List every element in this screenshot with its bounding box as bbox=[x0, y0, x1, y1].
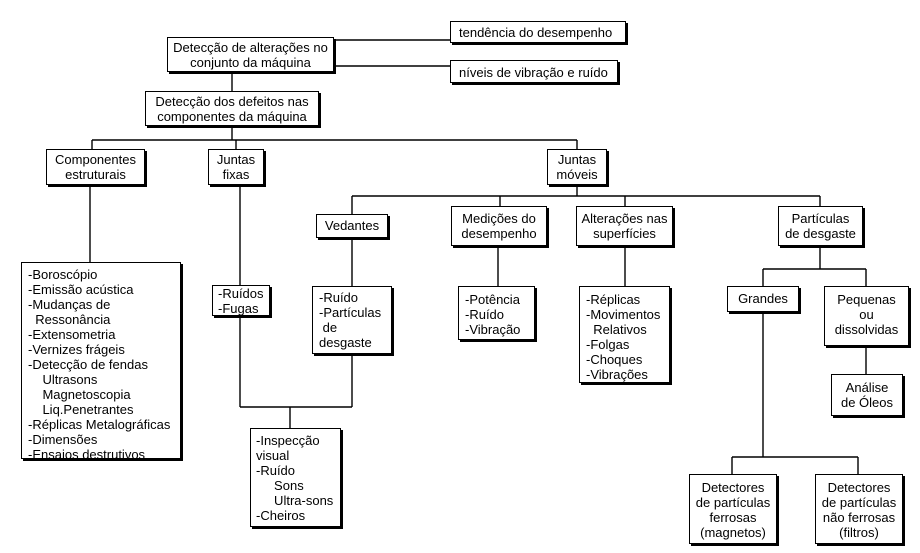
node-text-line: -Ruído bbox=[319, 290, 359, 305]
node-estruturais-lista: -Boroscópio-Emissão acústica-Mudanças de… bbox=[21, 262, 181, 462]
node-text-line: -Cheiros bbox=[256, 508, 306, 523]
node-text-line: -Réplicas bbox=[586, 292, 641, 307]
node-text-line: Medições do bbox=[462, 211, 536, 226]
node-text-line: -Folgas bbox=[586, 337, 630, 352]
node-text-line: -Choques bbox=[586, 352, 643, 367]
node-fixas-lista: -Ruídos-Fugas bbox=[212, 285, 270, 316]
node-text-line: Grandes bbox=[738, 291, 788, 306]
node-text-line: desempenho bbox=[461, 226, 537, 241]
node-text-line: -Movimentos bbox=[586, 307, 661, 322]
node-text-line: -Dimensões bbox=[28, 432, 98, 447]
node-text-line: móveis bbox=[556, 167, 598, 182]
node-text-line: -Ruídos bbox=[218, 286, 264, 301]
node-text-line: -Potência bbox=[465, 292, 520, 307]
node-text-line: Juntas bbox=[557, 152, 597, 167]
node-text-line: -Vernizes frágeis bbox=[28, 342, 125, 357]
node-superficies-lista: -Réplicas-Movimentos Relativos-Folgas-Ch… bbox=[579, 286, 670, 383]
node-text-line: Ultrasons bbox=[28, 372, 98, 387]
node-text-line: de Óleos bbox=[840, 395, 894, 410]
node-grandes: Grandes bbox=[727, 286, 799, 312]
node-text-line: -Emissão acústica bbox=[28, 282, 134, 297]
node-text-line: Alterações nas bbox=[581, 211, 668, 226]
node-vedantes: Vedantes bbox=[316, 214, 388, 238]
node-tendencia: tendência do desempenho bbox=[450, 21, 626, 43]
node-text-line: Partículas bbox=[791, 211, 850, 226]
node-text-line: Relativos bbox=[586, 322, 647, 337]
node-text-line: -Detecção de fendas bbox=[28, 357, 148, 372]
node-text-line: Magnetoscopia bbox=[28, 387, 131, 402]
node-vibracao-ruido: níveis de vibração e ruído bbox=[450, 60, 618, 83]
node-text-line: -Extensometria bbox=[28, 327, 116, 342]
node-text-line: -Ruído bbox=[465, 307, 505, 322]
node-text-line: superfícies bbox=[593, 226, 656, 241]
node-text-line: -Ruído bbox=[256, 463, 296, 478]
node-text-line: de desgaste bbox=[785, 226, 856, 241]
node-medicoes-lista: -Potência-Ruído-Vibração bbox=[458, 286, 535, 340]
node-text-line: Sons bbox=[256, 478, 304, 493]
node-text-line: conjunto da máquina bbox=[190, 55, 311, 70]
node-text-line: níveis de vibração e ruído bbox=[459, 65, 608, 80]
node-text-line: -Partículas bbox=[319, 305, 382, 320]
node-text-line: Ultra-sons bbox=[256, 493, 334, 508]
node-text-line: (filtros) bbox=[839, 525, 879, 540]
node-text-line: Detectores bbox=[827, 480, 891, 495]
node-text-line: -Fugas bbox=[218, 301, 259, 316]
node-text-line: -Ensaios destrutivos bbox=[28, 447, 146, 462]
node-text-line: -Vibrações bbox=[586, 367, 648, 382]
node-text-line: Vedantes bbox=[324, 218, 380, 233]
node-text-line: Liq.Penetrantes bbox=[28, 402, 134, 417]
node-text-line: dissolvidas bbox=[834, 322, 899, 337]
node-text-line: estruturais bbox=[65, 167, 126, 182]
node-text-line: Detecção de alterações no bbox=[173, 40, 328, 55]
node-text-line: componentes da máquina bbox=[157, 109, 307, 124]
node-text-line: Ressonância bbox=[28, 312, 111, 327]
node-text-line: ferrosas bbox=[709, 510, 757, 525]
node-text-line: -Réplicas Metalográficas bbox=[28, 417, 171, 432]
node-text-line: fixas bbox=[222, 167, 250, 182]
node-text-line: Componentes bbox=[55, 152, 136, 167]
node-text-line: Detectores bbox=[701, 480, 765, 495]
node-text-line: desgaste bbox=[319, 335, 372, 350]
node-text-line: não ferrosas bbox=[822, 510, 896, 525]
node-text-line: Juntas bbox=[216, 152, 256, 167]
node-text-line: tendência do desempenho bbox=[459, 25, 613, 40]
node-text-line: ou bbox=[859, 307, 874, 322]
node-text-line: visual bbox=[256, 448, 290, 463]
node-text-line: -Boroscópio bbox=[28, 267, 98, 282]
node-text-line: de partículas bbox=[821, 495, 897, 510]
node-text-line: -Vibração bbox=[465, 322, 521, 337]
node-text-line: de partículas bbox=[695, 495, 771, 510]
node-text-line: -Inspecção bbox=[256, 433, 320, 448]
node-text-line: Análise bbox=[845, 380, 889, 395]
node-text-line: de bbox=[319, 320, 338, 335]
node-text-line: -Mudanças de bbox=[28, 297, 111, 312]
node-text-line: Pequenas bbox=[837, 292, 896, 307]
node-text-line: Detecção dos defeitos nas bbox=[155, 94, 309, 109]
node-text-line: (magnetos) bbox=[700, 525, 766, 540]
